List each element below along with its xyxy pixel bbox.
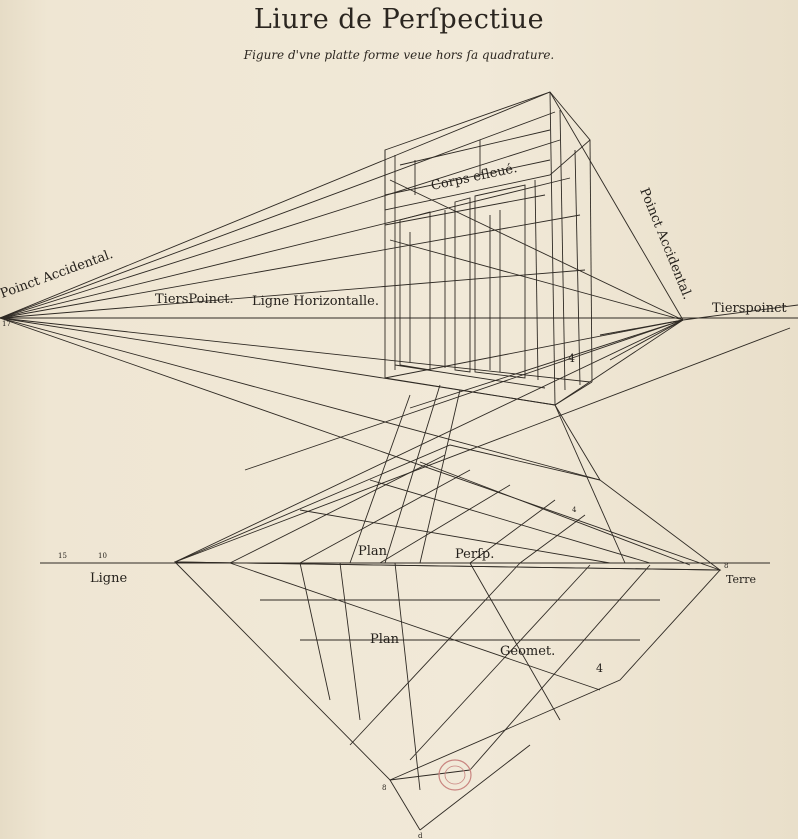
projection-lines — [349, 384, 626, 564]
label-plan-geomet-2: Geomet. — [500, 644, 555, 659]
mark-right-ground-8: 8 — [724, 562, 728, 570]
label-plan-persp-2: Perſp. — [455, 547, 494, 562]
label-tiers-point-right: Tierspoinct — [712, 301, 787, 316]
page-title: Liure de Perſpectiue — [253, 4, 545, 35]
mark-quad-4-upper: 4 — [572, 506, 577, 514]
page-subtitle: Figure d'vne platte forme veue hors ſa q… — [243, 48, 555, 62]
mark-vertex-d: d — [418, 832, 423, 839]
elevated-body — [384, 91, 593, 406]
ray-right-tiers — [174, 327, 791, 563]
library-stamp — [438, 759, 472, 791]
label-tiers-point-left: TiersPoinct. — [155, 292, 234, 307]
library-stamp-inner — [444, 765, 466, 785]
mark-left-ground-b: 10 — [98, 552, 107, 560]
mark-vertex-8: 8 — [382, 784, 386, 792]
label-plan-persp-1: Plan — [358, 544, 388, 559]
label-point-accidental-right: Poinct Accidental. — [636, 186, 694, 302]
label-ligne-horizontalle: Ligne Horizontalle. — [252, 294, 379, 309]
mark-body-4: 4 — [568, 352, 575, 365]
plan-perspective — [174, 444, 722, 571]
rays-left-accidental — [0, 91, 721, 571]
mark-quad-4-lower: 4 — [596, 662, 603, 675]
label-plan-geomet-1: Plan — [370, 632, 400, 647]
label-terre: Terre — [726, 573, 756, 586]
rays-right-accidental — [174, 91, 798, 563]
mark-left-edge: 17 — [2, 320, 11, 328]
plan-geometric — [173, 561, 722, 831]
mark-left-ground-a: 15 — [58, 552, 67, 560]
label-ligne: Ligne — [90, 571, 127, 586]
